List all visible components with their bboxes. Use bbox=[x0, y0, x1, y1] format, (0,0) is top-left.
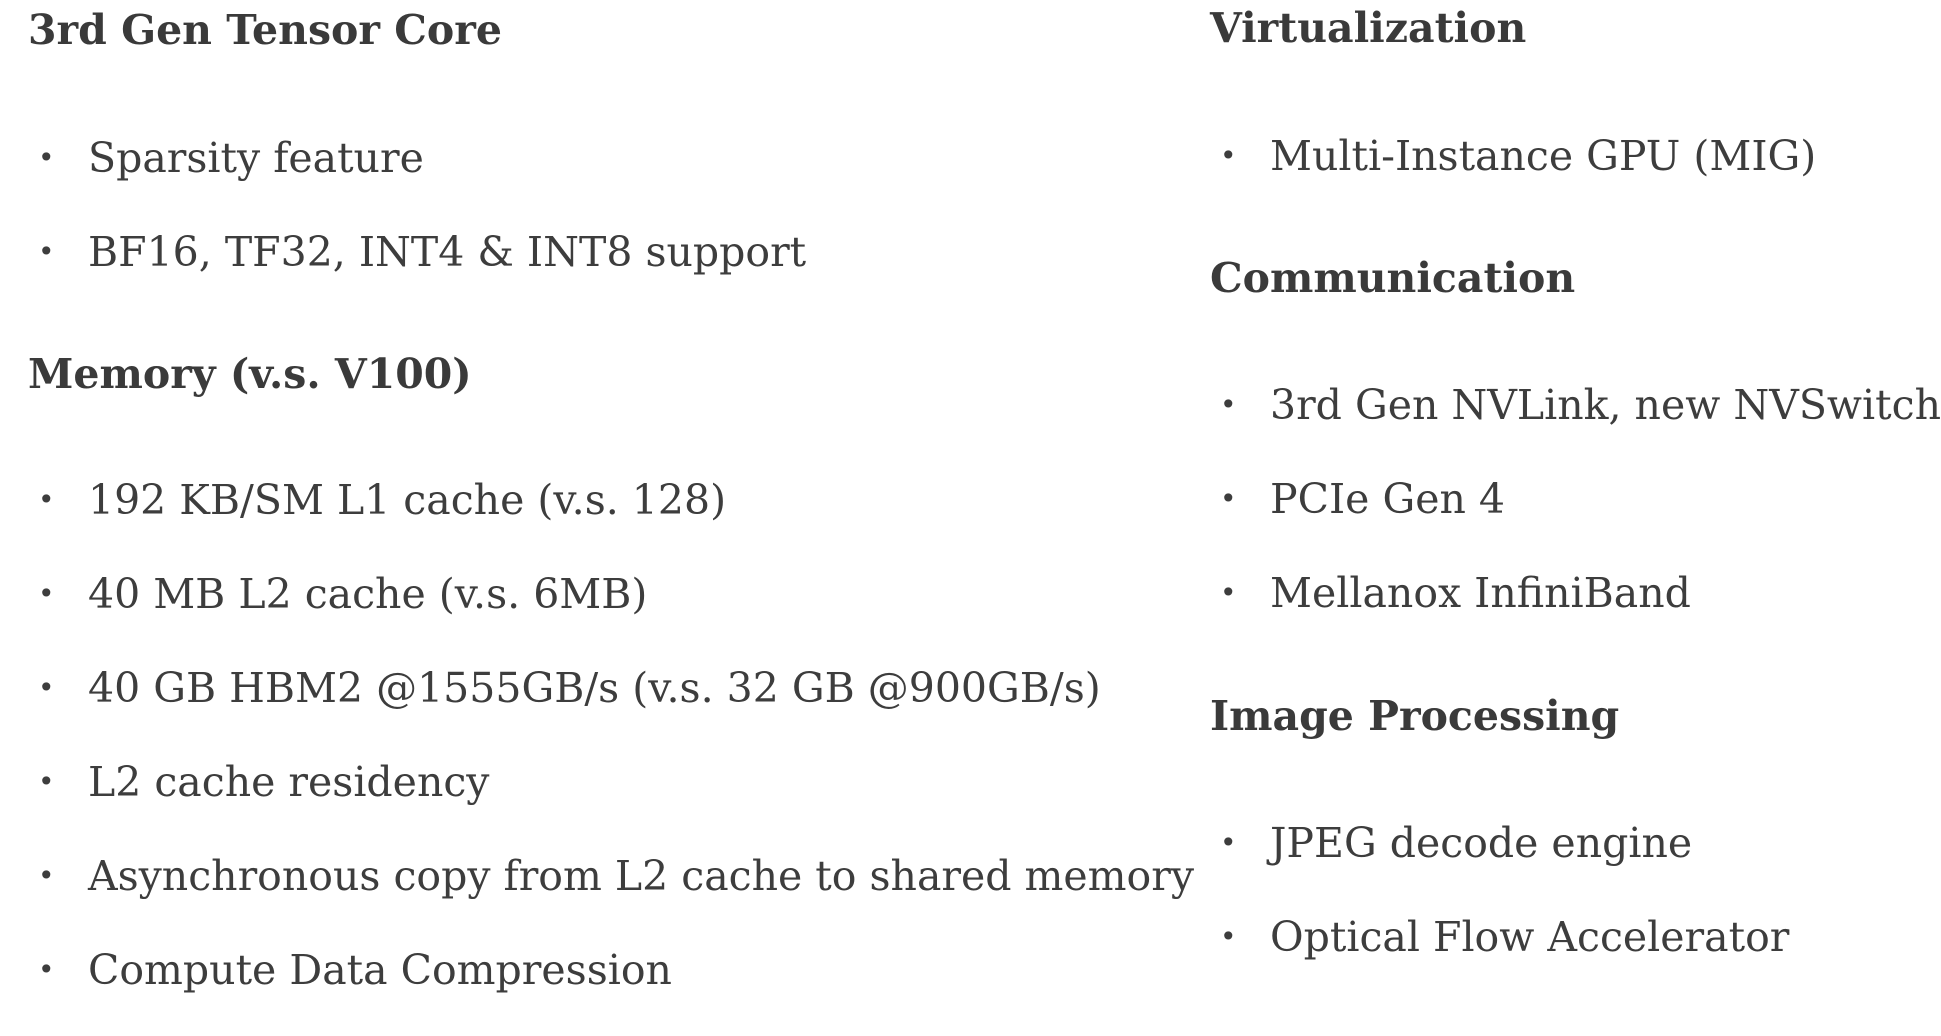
list-memory: •192 KB/SM L1 cache (v.s. 128) •40 MB L2… bbox=[28, 472, 1194, 1036]
list-item: •L2 cache residency bbox=[28, 754, 1194, 848]
heading-communication: Communication bbox=[1210, 254, 1576, 302]
bullet-icon: • bbox=[38, 577, 55, 610]
section-virtualization: Virtualization •Multi-Instance GPU (MIG) bbox=[1210, 0, 1816, 180]
list-virtualization: •Multi-Instance GPU (MIG) bbox=[1210, 128, 1816, 222]
bullet-icon: • bbox=[38, 483, 55, 516]
list-communication: •3rd Gen NVLink, new NVSwitch •PCIe Gen … bbox=[1210, 377, 1941, 659]
list-item: •JPEG decode engine bbox=[1210, 815, 1789, 909]
heading-tensor-core: 3rd Gen Tensor Core bbox=[28, 6, 502, 54]
list-item: •3rd Gen NVLink, new NVSwitch bbox=[1210, 377, 1941, 471]
section-memory: Memory (v.s. V100) •192 KB/SM L1 cache (… bbox=[28, 346, 1194, 994]
list-item: •Optical Flow Accelerator bbox=[1210, 909, 1789, 1003]
bullet-icon: • bbox=[38, 235, 55, 268]
list-item: •Sparsity feature bbox=[28, 130, 806, 224]
bullet-icon: • bbox=[1220, 920, 1237, 953]
list-item: •192 KB/SM L1 cache (v.s. 128) bbox=[28, 472, 1194, 566]
bullet-icon: • bbox=[1220, 826, 1237, 859]
list-item: •Multi-Instance GPU (MIG) bbox=[1210, 128, 1816, 222]
bullet-icon: • bbox=[1220, 576, 1237, 609]
heading-virtualization: Virtualization bbox=[1210, 4, 1527, 52]
bullet-icon: • bbox=[1220, 139, 1237, 172]
list-item: •PCIe Gen 4 bbox=[1210, 471, 1941, 565]
list-item: •Compute Data Compression bbox=[28, 942, 1194, 1036]
list-item: •Mellanox InfiniBand bbox=[1210, 565, 1941, 659]
bullet-icon: • bbox=[38, 765, 55, 798]
list-item: •40 MB L2 cache (v.s. 6MB) bbox=[28, 566, 1194, 660]
bullet-icon: • bbox=[38, 141, 55, 174]
bullet-icon: • bbox=[38, 953, 55, 986]
bullet-icon: • bbox=[38, 671, 55, 704]
section-image-processing: Image Processing •JPEG decode engine •Op… bbox=[1210, 688, 1789, 961]
bullet-icon: • bbox=[1220, 388, 1237, 421]
list-item: •40 GB HBM2 @1555GB/s (v.s. 32 GB @900GB… bbox=[28, 660, 1194, 754]
list-item: •Asynchronous copy from L2 cache to shar… bbox=[28, 848, 1194, 942]
section-communication: Communication •3rd Gen NVLink, new NVSwi… bbox=[1210, 250, 1941, 617]
bullet-icon: • bbox=[1220, 482, 1237, 515]
list-tensor-core: •Sparsity feature •BF16, TF32, INT4 & IN… bbox=[28, 130, 806, 318]
list-image-processing: •JPEG decode engine •Optical Flow Accele… bbox=[1210, 815, 1789, 1003]
bullet-icon: • bbox=[38, 859, 55, 892]
list-item: •BF16, TF32, INT4 & INT8 support bbox=[28, 224, 806, 318]
heading-memory: Memory (v.s. V100) bbox=[28, 350, 472, 398]
section-tensor-core: 3rd Gen Tensor Core •Sparsity feature •B… bbox=[28, 2, 806, 276]
heading-image-processing: Image Processing bbox=[1210, 692, 1620, 740]
